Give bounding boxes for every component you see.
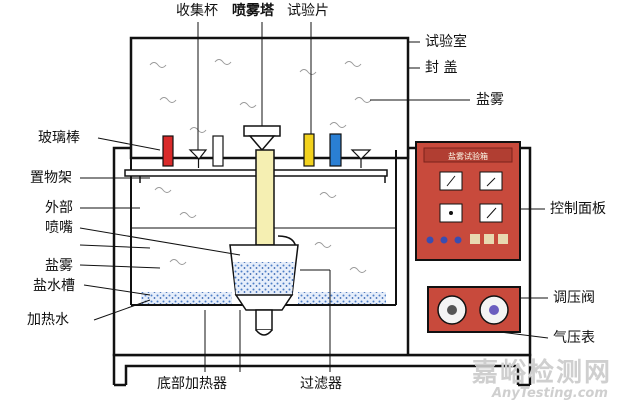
label-filter: 过滤器 <box>300 376 342 392</box>
label-collect-cup: 收集杯 <box>176 3 218 19</box>
watermark-en: AnyTesting.com <box>492 386 608 401</box>
pressure-gauge-panel <box>427 286 521 333</box>
label-salt-fog-top: 盐雾 <box>476 92 504 108</box>
label-brine-tank: 盐水槽 <box>33 278 75 294</box>
control-panel-title: 盐雾试验箱 <box>448 151 488 161</box>
label-salt-fog-left: 盐雾 <box>45 258 73 274</box>
label-control-panel: 控制面板 <box>550 201 606 217</box>
label-pressure-gauge: 气压表 <box>553 330 595 346</box>
watermark-cn: 嘉峪检测网 <box>472 358 613 388</box>
label-outer: 外部 <box>45 200 73 216</box>
brine-tank-water-right <box>298 292 386 304</box>
label-spray-tower: 喷雾塔 <box>232 3 274 19</box>
label-nozzle: 喷嘴 <box>45 220 73 236</box>
brine-reservoir <box>229 244 299 336</box>
label-cover: 封 盖 <box>425 60 458 76</box>
brine-tank-water <box>141 292 232 304</box>
leader-lines <box>79 22 549 372</box>
label-bottom-heater: 底部加热器 <box>157 376 227 392</box>
collection-cups <box>188 149 372 168</box>
test-pieces <box>162 133 342 167</box>
label-glass-rod: 玻璃棒 <box>38 130 80 146</box>
control-panel: 盐雾试验箱 <box>415 141 521 261</box>
label-heated-water: 加热水 <box>27 312 69 328</box>
label-shelf: 置物架 <box>30 170 72 186</box>
label-test-piece: 试验片 <box>287 3 329 19</box>
label-chamber: 试验室 <box>425 34 467 50</box>
label-pressure-valve: 调压阀 <box>553 290 595 306</box>
